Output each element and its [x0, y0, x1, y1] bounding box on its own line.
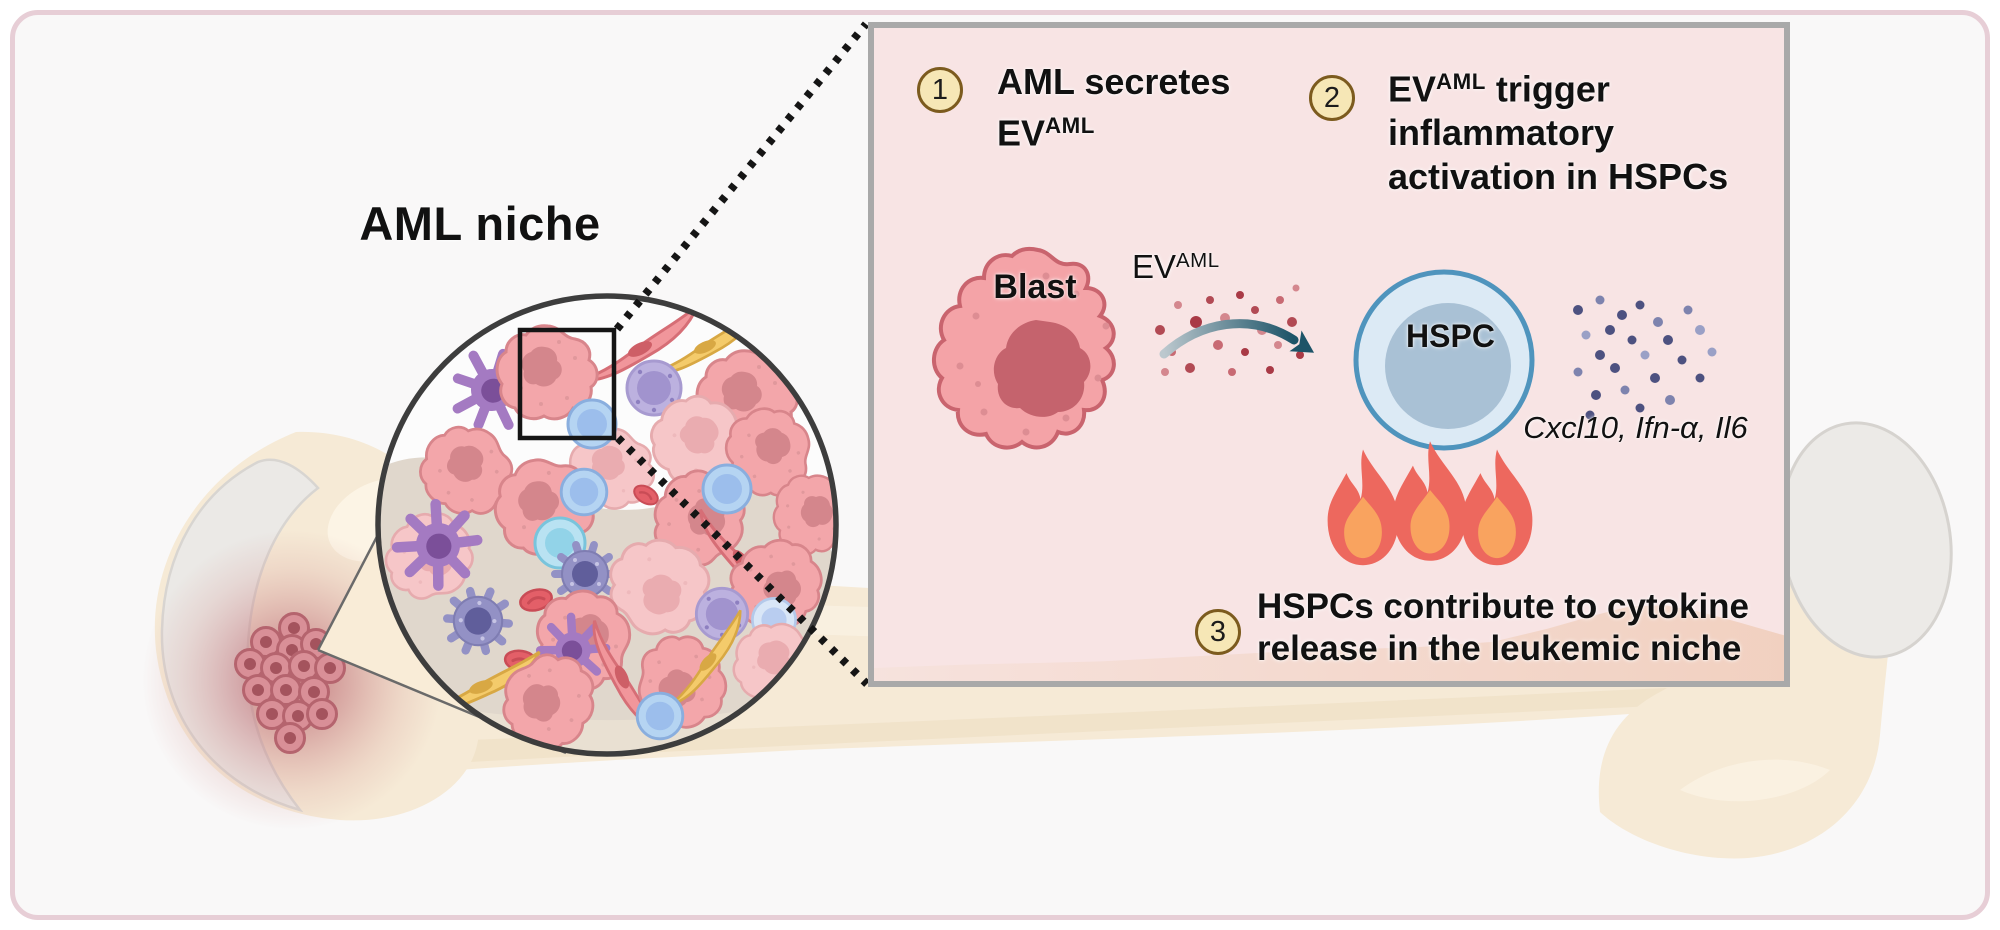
step-1-badge: 1 — [917, 67, 963, 113]
ev-label-sup: AML — [1176, 248, 1220, 272]
step-1-line1: AML secretes — [997, 61, 1231, 102]
step-2-badge: 2 — [1309, 75, 1355, 121]
step-3-text: HSPCs contribute to cytokine release in … — [1257, 586, 1807, 670]
page-title: AML niche — [359, 197, 601, 250]
step-1-ev: EV — [997, 112, 1046, 154]
step-2-text: EVAML trigger inflammatory activation in… — [1388, 60, 1756, 199]
ev-label: EVAML — [1132, 248, 1220, 286]
step-1-ev-sup: AML — [1045, 113, 1095, 138]
step-3-number: 3 — [1209, 615, 1227, 648]
step-1-number: 1 — [931, 73, 949, 106]
step-1-text: AML secretes EVAML — [997, 60, 1230, 155]
step-2-ev-sup: AML — [1436, 69, 1486, 94]
cytokines-label: Cxcl10, Ifn-α, Il6 — [1523, 410, 1748, 445]
step-2-ev: EV — [1388, 68, 1437, 110]
step-2-rest: trigger inflammatory activation in HSPCs — [1388, 68, 1729, 198]
step-3-badge: 3 — [1195, 609, 1241, 655]
ev-label-base: EV — [1132, 248, 1177, 285]
step-2-number: 2 — [1323, 81, 1341, 114]
blast-label: Blast — [993, 268, 1077, 306]
hspc-label: HSPC — [1406, 318, 1495, 354]
step-3-line: HSPCs contribute to cytokine release in … — [1257, 587, 1750, 668]
